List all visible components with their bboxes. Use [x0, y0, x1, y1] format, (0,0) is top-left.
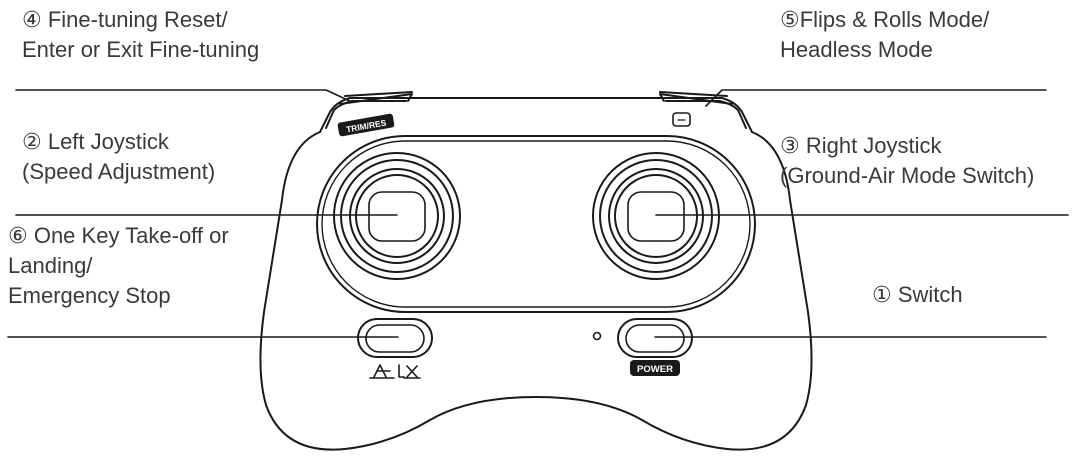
callout-line: Enter or Exit Fine-tuning — [22, 37, 260, 62]
face-panel-inner-outline — [321, 140, 751, 308]
indicator-light — [592, 331, 602, 341]
left-shoulder-button[interactable] — [319, 91, 413, 133]
callout-one-key: ⑥ One Key Take-off or Landing/ Emergency… — [8, 221, 229, 311]
callout-line: ③ Right Joystick — [780, 133, 942, 158]
face-panel-outline — [316, 135, 756, 313]
callout-line: Headless Mode — [780, 37, 933, 62]
left-joystick[interactable] — [333, 152, 461, 280]
callout-line: ① Switch — [872, 282, 963, 307]
callout-right-joystick: ③ Right Joystick (Ground-Air Mode Switch… — [780, 131, 1034, 191]
callout-line: ④ Fine-tuning Reset/ — [22, 7, 228, 32]
callout-line: Landing/ — [8, 253, 93, 278]
callout-line: (Speed Adjustment) — [22, 159, 216, 184]
one-key-takeoff-button[interactable] — [357, 318, 433, 358]
svg-text:POWER: POWER — [637, 364, 673, 375]
power-button[interactable] — [617, 318, 693, 358]
callout-line: ② Left Joystick — [22, 129, 169, 154]
flip-mode-icon — [672, 112, 691, 127]
leader-line-fine-tuning — [15, 89, 353, 103]
callout-line: ⑤Flips & Rolls Mode/ — [780, 7, 990, 32]
right-shoulder-button[interactable] — [659, 91, 753, 133]
trim-res-label: TRIM/RES — [337, 113, 395, 137]
leader-line-flips-rolls — [705, 89, 1047, 107]
callout-line: (Ground-Air Mode Switch) — [780, 163, 1035, 188]
power-label: POWER — [630, 360, 680, 376]
callout-fine-tuning: ④ Fine-tuning Reset/ Enter or Exit Fine-… — [22, 5, 259, 65]
callout-flips-rolls: ⑤Flips & Rolls Mode/ Headless Mode — [780, 5, 989, 65]
controller-body-outline — [259, 131, 813, 451]
callout-line: ⑥ One Key Take-off or — [8, 223, 229, 248]
callout-switch: ① Switch — [872, 280, 963, 310]
callout-line: Emergency Stop — [8, 283, 171, 308]
takeoff-landing-icon — [369, 364, 421, 379]
right-joystick[interactable] — [592, 152, 720, 280]
callout-left-joystick: ② Left Joystick (Speed Adjustment) — [22, 127, 215, 187]
